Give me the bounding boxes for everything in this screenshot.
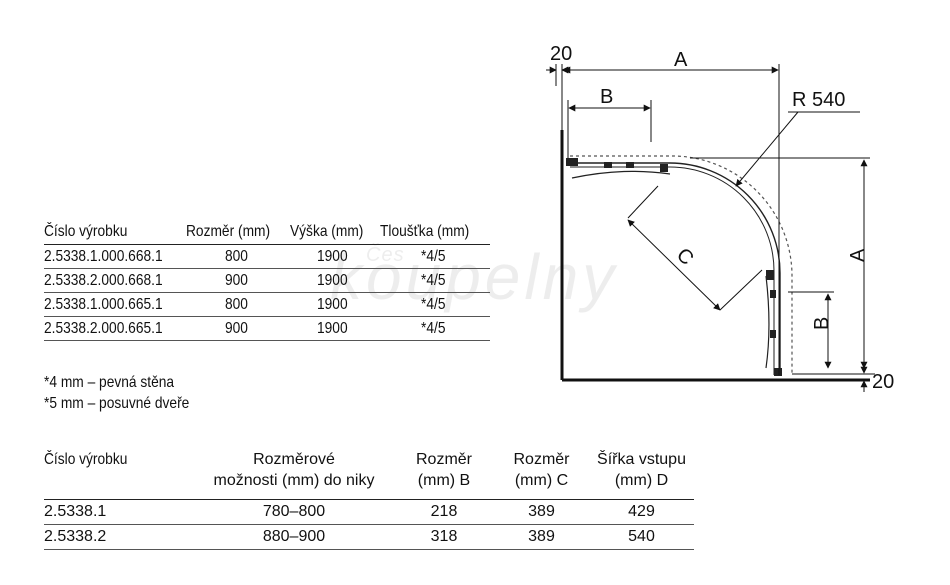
label-radius: R 540	[792, 89, 845, 111]
cell-niche-options: 880–900	[194, 524, 394, 550]
label-b-right: B	[811, 317, 833, 330]
table-row: 2.5338.2.000.668.1 900 1900 *4/5	[44, 268, 490, 293]
radius-leader	[735, 111, 860, 187]
label-top-offset: 20	[550, 43, 572, 65]
cell-thickness: *4/5	[380, 268, 490, 293]
header-size-c-line1: Rozměr	[513, 451, 570, 468]
label-depth-a: A	[847, 248, 869, 262]
niche-dimensions-table: Číslo výrobku Rozměrové možnosti (mm) do…	[44, 449, 694, 550]
header-entry-width-line1: Šířka vstupu	[597, 451, 686, 468]
thickness-notes: *4 mm – pevná stěna *5 mm – posuvné dveř…	[44, 372, 213, 414]
table-row: 2.5338.2.000.665.1 900 1900 *4/5	[44, 316, 490, 341]
cell-product-number: 2.5338.1	[44, 499, 194, 525]
header-size-c-line2: (mm) C	[514, 472, 569, 489]
header-size: Rozměr (mm)	[186, 220, 290, 245]
header-height: Výška (mm)	[290, 220, 380, 245]
dimension-b-top	[567, 100, 652, 158]
cell-size-b: 218	[394, 499, 494, 525]
dimension-c	[627, 185, 763, 311]
walls	[560, 130, 870, 382]
cell-product-number: 2.5338.2	[44, 524, 194, 550]
sliding-door-panels	[571, 170, 770, 369]
cell-size: 800	[186, 244, 290, 269]
header-size-b: Rozměr (mm) B	[394, 449, 494, 500]
cell-size: 800	[186, 292, 290, 317]
header-entry-width: Šířka vstupu (mm) D	[589, 449, 694, 500]
cell-height: 1900	[290, 268, 380, 293]
label-c: C	[672, 244, 698, 270]
header-size-b-line1: Rozměr	[415, 451, 472, 468]
header-size-c: Rozměr (mm) C	[494, 449, 589, 500]
cell-product-number: 2.5338.2.000.665.1	[44, 316, 186, 341]
curved-glass	[570, 162, 781, 375]
dimension-bottom-offset	[792, 354, 875, 392]
table-row: 2.5338.1.000.668.1 800 1900 *4/5	[44, 244, 490, 269]
product-dimensions-table: Číslo výrobku Rozměr (mm) Výška (mm) Tlo…	[44, 220, 490, 341]
table-header-row: Číslo výrobku Rozměrové možnosti (mm) do…	[44, 449, 694, 500]
cell-height: 1900	[290, 244, 380, 269]
cell-niche-options: 780–800	[194, 499, 394, 525]
dimension-width-a	[563, 64, 780, 375]
cell-thickness: *4/5	[380, 316, 490, 341]
header-thickness: Tloušťka (mm)	[380, 220, 490, 245]
header-niche-options: Rozměrové možnosti (mm) do niky	[194, 449, 394, 500]
header-entry-width-line2: (mm) D	[614, 472, 669, 489]
cell-size-b: 318	[394, 524, 494, 550]
header-niche-options-line2: možnosti (mm) do niky	[213, 472, 375, 489]
cell-size-c: 389	[494, 524, 589, 550]
header-product-number: Číslo výrobku	[44, 220, 186, 245]
cell-product-number: 2.5338.2.000.668.1	[44, 268, 186, 293]
cell-size: 900	[186, 268, 290, 293]
cell-thickness: *4/5	[380, 244, 490, 269]
hardware-marks	[566, 158, 782, 376]
cell-product-number: 2.5338.1.000.668.1	[44, 244, 186, 269]
cell-entry-width: 540	[589, 524, 694, 550]
table-header-row: Číslo výrobku Rozměr (mm) Výška (mm) Tlo…	[44, 220, 490, 245]
dimension-depth-a	[690, 157, 870, 369]
table-row: 2.5338.2 880–900 318 389 540	[44, 524, 694, 550]
table-row: 2.5338.1.000.665.1 800 1900 *4/5	[44, 292, 490, 317]
note-fixed-wall: *4 mm – pevná stěna	[44, 374, 175, 391]
cell-size: 900	[186, 316, 290, 341]
cell-height: 1900	[290, 316, 380, 341]
header-niche-options-line1: Rozměrové	[253, 451, 335, 468]
cell-thickness: *4/5	[380, 292, 490, 317]
dimension-b-right	[788, 291, 834, 369]
header-product-number: Číslo výrobku	[44, 449, 194, 500]
header-size-b-line2: (mm) B	[417, 472, 471, 489]
label-bottom-offset: 20	[872, 371, 894, 393]
label-width-a: A	[674, 49, 688, 71]
cell-product-number: 2.5338.1.000.665.1	[44, 292, 186, 317]
cell-entry-width: 429	[589, 499, 694, 525]
shower-enclosure-diagram: 20 A B R 540 C A B 20	[546, 43, 894, 393]
cell-height: 1900	[290, 292, 380, 317]
table-row: 2.5338.1 780–800 218 389 429	[44, 499, 694, 525]
cell-size-c: 389	[494, 499, 589, 525]
outer-footprint-outline	[570, 155, 793, 375]
label-b-top: B	[600, 86, 613, 108]
note-sliding-doors: *5 mm – posuvné dveře	[44, 395, 190, 412]
